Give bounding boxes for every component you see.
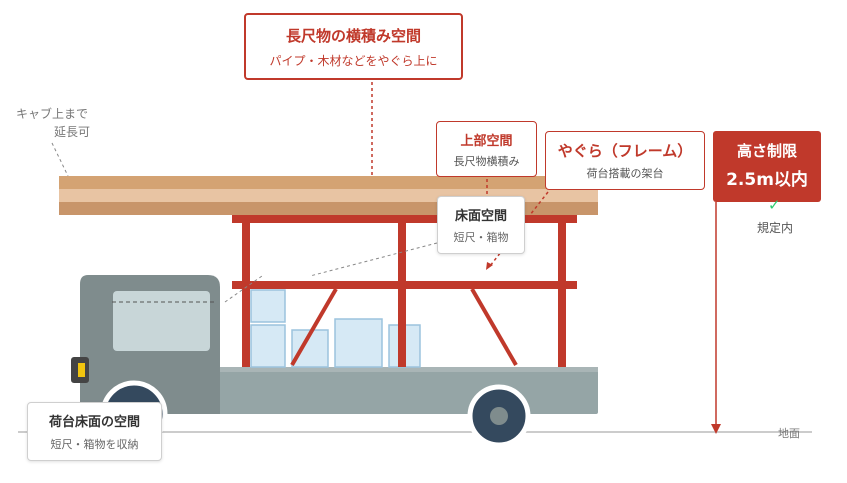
bed-top-edge — [205, 367, 598, 372]
note-cab-extension: キャブ上まで 延長可 — [16, 105, 90, 141]
cargo-box — [334, 318, 383, 368]
callout-title: 上部空間 — [460, 134, 513, 149]
callout-height-limit: 高さ制限 2.5m以内 — [713, 131, 821, 202]
callout-bed-floor-space: 荷台床面の空間 短尺・箱物を収納 — [27, 402, 162, 461]
note-within-limit: 規定内 — [757, 221, 794, 235]
truck-bed — [205, 367, 598, 414]
callout-title: 高さ制限 — [736, 142, 797, 160]
callout-title: 長尺物の横積み空間 — [285, 27, 421, 45]
callout-subtitle: 短尺・箱物を収納 — [50, 438, 139, 451]
callout-subtitle: 短尺・箱物 — [453, 231, 509, 244]
callout-subtitle: パイプ・木材などをやぐら上に — [269, 54, 438, 68]
callout-top-load-space: 長尺物の横積み空間 パイプ・木材などをやぐら上に — [244, 13, 463, 80]
note-line: 延長可 — [54, 125, 91, 139]
check-icon: ✓ — [768, 196, 781, 214]
callout-title: 荷台床面の空間 — [48, 415, 140, 430]
rear-wheel-hub — [490, 407, 508, 425]
height-limit-value: 2.5m以内 — [726, 170, 808, 190]
note-line: キャブ上まで — [16, 107, 89, 121]
cargo-box — [250, 289, 286, 323]
callout-frame: やぐら（フレーム） 荷台搭載の架台 — [545, 131, 705, 190]
arrow-head — [486, 262, 493, 270]
callout-subtitle: 長尺物横積み — [453, 155, 520, 168]
headlight-lamp — [78, 363, 85, 377]
frame-brace — [470, 287, 518, 367]
cab-window — [113, 291, 210, 351]
ground-label: 地面 — [778, 427, 800, 440]
callout-title: 床面空間 — [454, 209, 507, 224]
plank-top — [59, 176, 598, 189]
leader-cab — [51, 142, 69, 177]
leader-floor — [309, 242, 438, 277]
callout-floor-space: 床面空間 短尺・箱物 — [437, 196, 525, 254]
frame-brace — [290, 287, 338, 367]
callout-title: やぐら（フレーム） — [557, 142, 693, 160]
height-arrow-head — [711, 424, 721, 434]
callout-upper-space: 上部空間 長尺物横積み — [436, 121, 537, 177]
cargo-box — [250, 324, 286, 368]
yagura-frame — [232, 215, 577, 367]
callout-subtitle: 荷台搭載の架台 — [586, 167, 664, 180]
leader-bed-diag — [224, 275, 263, 303]
